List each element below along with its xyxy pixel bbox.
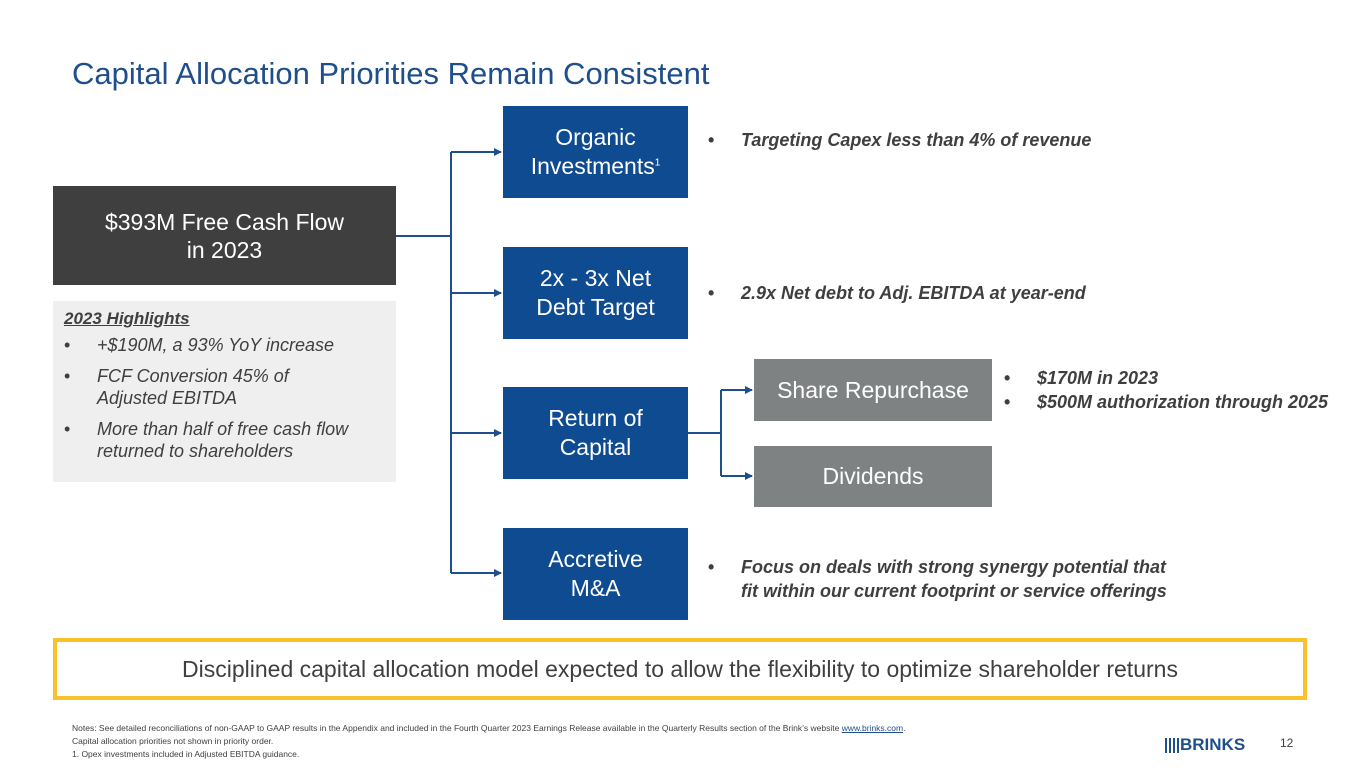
organic-note: • Targeting Capex less than 4% of revenu… [708, 128, 1091, 152]
logo-text: BRINKS [1180, 735, 1246, 754]
note-text: 2.9x Net debt to Adj. EBITDA at year-end [741, 283, 1086, 303]
highlights-panel: 2023 Highlights • +$190M, a 93% YoY incr… [53, 301, 396, 482]
footnote-marker: 1 [654, 157, 661, 169]
net-debt-note: • 2.9x Net debt to Adj. EBITDA at year-e… [708, 281, 1086, 305]
footnote-text: Capital allocation priorities not shown … [72, 736, 274, 746]
highlight-item: • +$190M, a 93% YoY increase [64, 334, 384, 356]
bullet-icon: • [64, 366, 71, 386]
return-line-2: Capital [559, 434, 632, 460]
note-text: $500M authorization through 2025 [1037, 392, 1329, 412]
note-text: Targeting Capex less than 4% of revenue [741, 130, 1092, 150]
bullet-icon: • [64, 419, 71, 439]
page-number: 12 [1280, 736, 1294, 750]
highlight-text: Adjusted EBITDA [97, 388, 238, 408]
footnote-text: Notes: See detailed reconciliations of n… [72, 723, 842, 733]
return-of-capital-box: Return of Capital [503, 387, 688, 479]
dividends-box: Dividends [754, 446, 992, 507]
note-text: $170M in 2023 [1037, 368, 1159, 388]
ma-line-2: M&A [570, 575, 621, 601]
highlight-text: returned to shareholders [97, 441, 294, 461]
footnote-text: . [903, 723, 906, 733]
highlight-text: +$190M, a 93% YoY increase [97, 335, 335, 355]
bullet-icon: • [1004, 392, 1011, 412]
footnotes: Notes: See detailed reconciliations of n… [72, 722, 905, 761]
fcf-line-2: in 2023 [186, 236, 263, 263]
bullet-icon: • [708, 283, 715, 303]
logo-bars-icon [1165, 737, 1179, 753]
note-text: fit within our current footprint or serv… [741, 581, 1167, 601]
brinks-logo: BRINKS [1165, 735, 1245, 755]
highlight-text: FCF Conversion 45% of [97, 366, 289, 386]
ma-line-1: Accretive [548, 546, 643, 572]
highlight-text: More than half of free cash flow [97, 419, 349, 439]
organic-line-2: Investments [530, 153, 655, 179]
takeaway-banner: Disciplined capital allocation model exp… [53, 638, 1307, 700]
repurchase-note: • $170M in 2023 [1004, 366, 1158, 390]
highlights-heading: 2023 Highlights [64, 309, 190, 328]
fcf-line-1: $393M Free Cash Flow [104, 208, 345, 235]
note-text: Focus on deals with strong synergy poten… [741, 557, 1167, 577]
website-link[interactable]: www.brinks.com [841, 723, 904, 733]
bullet-icon: • [708, 130, 715, 150]
net-debt-line-2: Debt Target [536, 294, 655, 320]
bullet-icon: • [1004, 368, 1011, 388]
share-repurchase-box: Share Repurchase [754, 359, 992, 421]
footnote-text: 1. Opex investments included in Adjusted… [72, 749, 300, 759]
page-title: Capital Allocation Priorities Remain Con… [72, 56, 710, 91]
repurchase-note: • $500M authorization through 2025 [1004, 390, 1328, 414]
return-line-1: Return of [548, 405, 643, 431]
bullet-icon: • [64, 335, 71, 355]
net-debt-line-1: 2x - 3x Net [539, 265, 652, 291]
ma-note: • Focus on deals with strong synergy pot… [708, 555, 1167, 603]
bullet-icon: • [708, 557, 715, 577]
organic-line-1: Organic [555, 124, 636, 150]
